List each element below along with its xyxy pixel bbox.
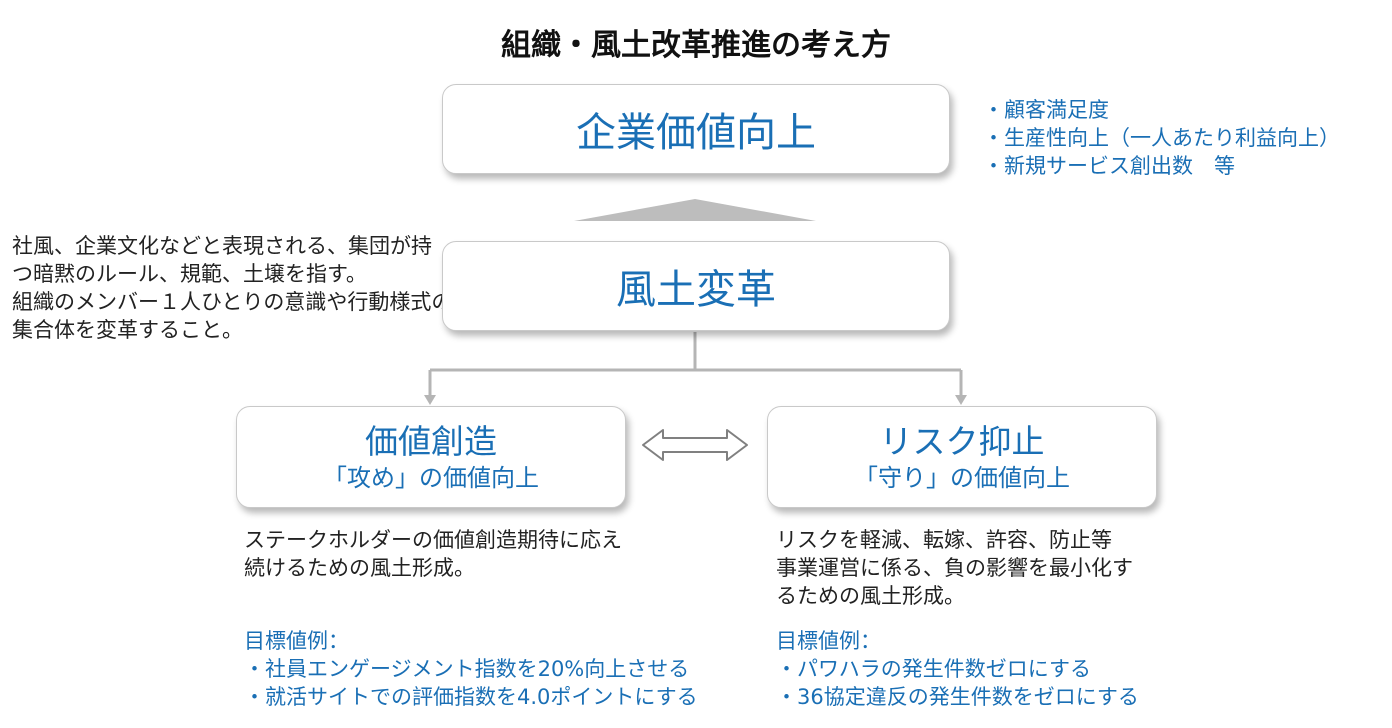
value-creation-targets: 目標値例： ・社員エンゲージメント指数を20%向上させる ・就活サイトでの評価指… <box>244 627 698 711</box>
target-item: ・社員エンゲージメント指数を20%向上させる <box>244 657 690 681</box>
risk-prevention-title: リスク抑止 <box>879 422 1045 461</box>
double-arrow-icon <box>642 429 748 461</box>
value-creation-description: ステークホルダーの価値創造期待に応え 続けるための風土形成。 <box>244 528 622 580</box>
target-item: ・36協定違反の発生件数をゼロにする <box>776 685 1139 709</box>
kpi-item: ・生産性向上（一人あたり利益向上） <box>983 126 1340 150</box>
culture-reform-box: 風土変革 <box>442 241 950 331</box>
value-creation-box: 価値創造 「攻め」の価値向上 <box>236 406 626 508</box>
corporate-value-box: 企業価値向上 <box>442 84 950 174</box>
target-item: ・パワハラの発生件数ゼロにする <box>776 657 1091 681</box>
kpi-item: ・新規サービス創出数 等 <box>983 154 1235 178</box>
risk-prevention-box: リスク抑止 「守り」の価値向上 <box>767 406 1157 508</box>
kpi-item: ・顧客満足度 <box>983 98 1109 122</box>
connector-left-arrowhead <box>424 395 436 405</box>
value-creation-title: 価値創造 <box>365 422 497 461</box>
up-arrow-triangle <box>574 199 816 221</box>
connector-right-arrowhead <box>955 395 967 405</box>
risk-prevention-description: リスクを軽減、転嫁、許容、防止等 事業運営に係る、負の影響を最小化す るための風… <box>776 528 1133 608</box>
value-creation-subtitle: 「攻め」の価値向上 <box>323 464 539 492</box>
culture-reform-label: 風土変革 <box>616 267 776 313</box>
page-title: 組織・風土改革推進の考え方 <box>501 28 891 63</box>
culture-definition-text: 社風、企業文化などと表現される、集団が持 つ暗黙のルール、規範、土壌を指す。 組… <box>12 234 453 342</box>
risk-prevention-subtitle: 「守り」の価値向上 <box>854 464 1070 492</box>
corporate-value-label: 企業価値向上 <box>576 110 816 156</box>
targets-heading: 目標値例： <box>244 629 349 653</box>
targets-heading: 目標値例： <box>776 629 881 653</box>
kpi-list: ・顧客満足度 ・生産性向上（一人あたり利益向上） ・新規サービス創出数 等 <box>983 96 1340 180</box>
risk-prevention-targets: 目標値例： ・パワハラの発生件数ゼロにする ・36協定違反の発生件数をゼロにする <box>776 627 1139 711</box>
target-item: ・就活サイトでの評価指数を4.0ポイントにする <box>244 685 698 709</box>
